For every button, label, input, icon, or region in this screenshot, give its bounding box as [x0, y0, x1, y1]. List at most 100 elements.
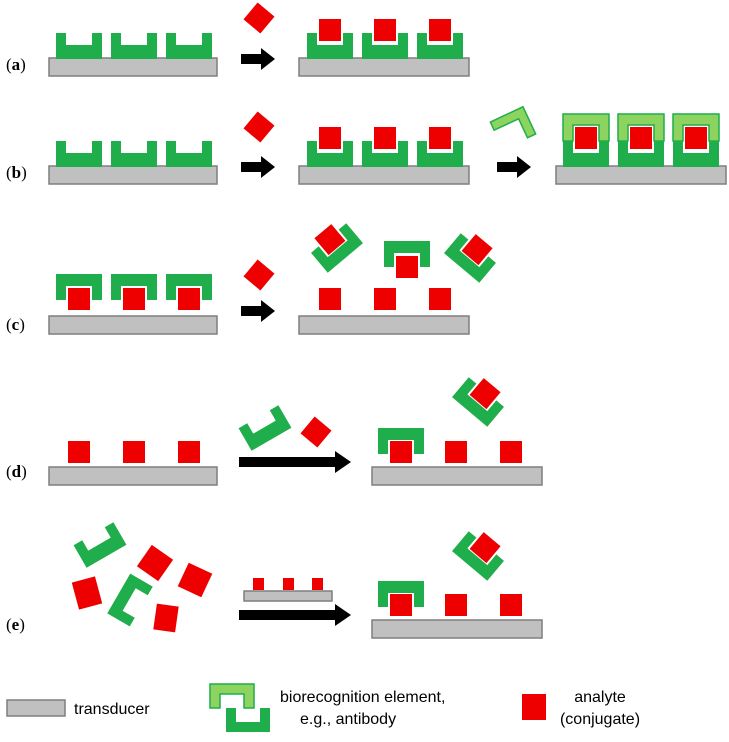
transducer — [48, 165, 218, 185]
antibody — [166, 274, 212, 300]
analyte — [319, 127, 341, 149]
legend-analyte-line1: analyte — [574, 689, 626, 706]
row-label-b: (b) — [6, 163, 27, 182]
analyte — [461, 234, 493, 266]
transducer — [298, 315, 470, 335]
analyte — [243, 2, 275, 34]
antibody — [56, 141, 102, 167]
analyte — [685, 127, 707, 149]
arrow — [241, 48, 275, 70]
arrow — [241, 156, 275, 178]
transducer — [371, 619, 543, 639]
analyte — [283, 578, 294, 590]
legend-transducer-label: transducer — [74, 701, 150, 718]
analyte — [123, 288, 145, 310]
row-label-a: (a) — [6, 55, 26, 74]
legend-antibody-swatch — [226, 708, 270, 732]
analyte — [300, 416, 332, 448]
analyte — [429, 288, 451, 310]
antibody — [107, 573, 153, 627]
analyte — [390, 594, 412, 616]
transducer — [48, 315, 218, 335]
analyte — [319, 19, 341, 41]
analyte — [429, 19, 451, 41]
legend-biorecognition-line1: biorecognition element, — [280, 689, 445, 706]
detection-antibody — [672, 113, 720, 142]
analyte — [390, 441, 412, 463]
transducer — [48, 466, 218, 486]
analyte — [253, 578, 264, 590]
analyte — [178, 288, 200, 310]
antibody — [166, 141, 212, 167]
analyte — [374, 19, 396, 41]
row-label-e: (e) — [6, 615, 25, 634]
antibody — [452, 531, 504, 581]
antibody — [73, 522, 127, 568]
transducer — [298, 165, 470, 185]
transducer — [48, 57, 218, 77]
analyte — [243, 111, 275, 143]
antibody — [111, 141, 157, 167]
legend-analyte-line2: (conjugate) — [560, 711, 640, 728]
legend: transducer biorecognition element, e.g.,… — [6, 683, 640, 732]
row-e: (e) — [6, 522, 543, 639]
antibody — [311, 223, 363, 273]
analyte — [396, 256, 418, 278]
analyte — [153, 603, 179, 633]
analyte — [374, 127, 396, 149]
arrow — [239, 604, 351, 626]
analyte — [469, 532, 501, 564]
antibody — [444, 233, 496, 283]
analyte — [575, 127, 597, 149]
arrow — [497, 156, 531, 178]
antibody — [56, 274, 102, 300]
analyte — [71, 576, 103, 610]
detection-antibody — [617, 113, 665, 142]
legend-transducer-swatch — [6, 699, 66, 717]
transducer — [298, 57, 470, 77]
arrow — [241, 300, 275, 322]
analyte — [500, 441, 522, 463]
analyte — [68, 441, 90, 463]
legend-analyte-swatch — [522, 694, 546, 720]
row-label-c: (c) — [6, 315, 25, 334]
analyte — [445, 594, 467, 616]
analyte — [178, 441, 200, 463]
analyte — [136, 544, 174, 582]
analyte — [177, 562, 213, 598]
analyte — [429, 127, 451, 149]
antibody — [378, 581, 424, 607]
antibody — [111, 274, 157, 300]
transducer — [555, 165, 727, 185]
row-label-d: (d) — [6, 462, 27, 481]
antibody — [452, 377, 504, 427]
row-c: (c) — [6, 223, 496, 335]
antibody — [166, 33, 212, 59]
arrow — [239, 451, 351, 473]
analyte — [319, 288, 341, 310]
row-b: (b) — [6, 105, 727, 185]
legend-biorecognition-line2: e.g., antibody — [300, 711, 396, 728]
antibody — [56, 33, 102, 59]
row-a: (a) — [6, 2, 470, 77]
transducer — [371, 466, 543, 486]
analyte — [630, 127, 652, 149]
row-d: (d) — [6, 377, 543, 486]
analyte — [123, 441, 145, 463]
antibody — [111, 33, 157, 59]
analyte — [314, 224, 346, 256]
analyte — [500, 594, 522, 616]
analyte — [374, 288, 396, 310]
antibody — [384, 241, 430, 267]
antibody — [378, 428, 424, 454]
mini-transducer — [243, 590, 333, 602]
detection-antibody — [489, 105, 537, 139]
detection-antibody — [562, 113, 610, 142]
analyte — [469, 378, 501, 410]
analyte — [312, 578, 323, 590]
legend-antibody-light-swatch — [209, 683, 255, 709]
antibody — [238, 405, 292, 451]
analyte — [445, 441, 467, 463]
